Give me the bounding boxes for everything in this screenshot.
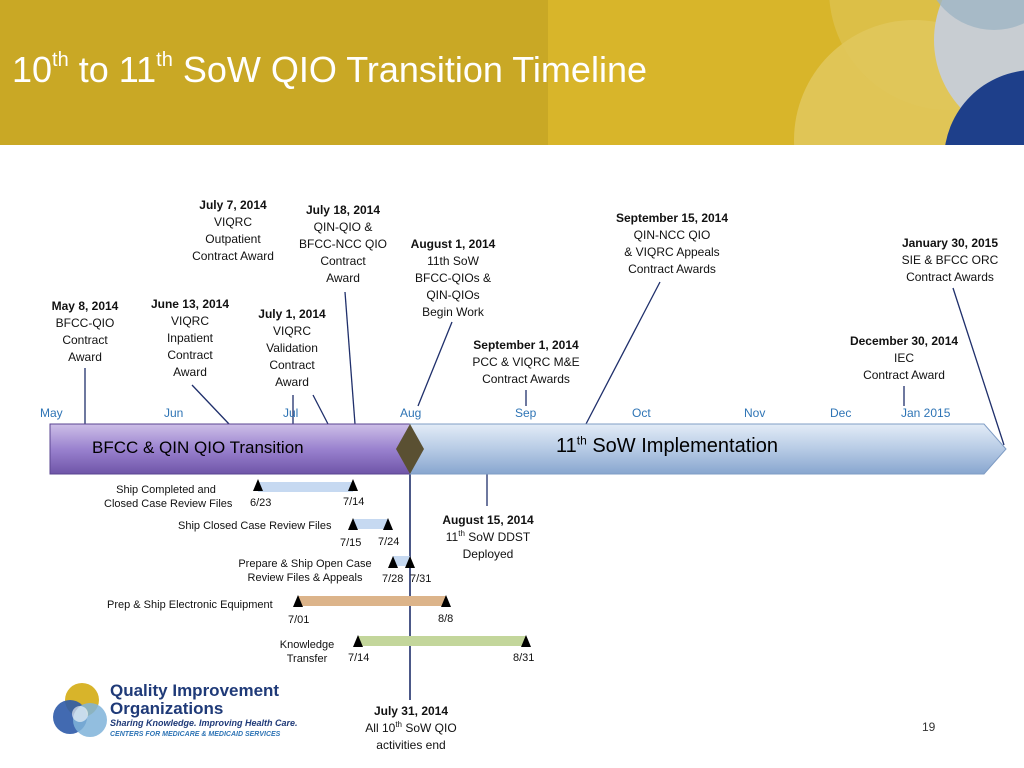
task5-start-date: 7/14 [348,652,370,664]
task1-bar [258,482,353,492]
leader-jul18 [344,291,356,425]
task2-end-marker [383,518,393,530]
task5-start-marker [353,635,363,647]
page-title: 10th to 11th SoW QIO Transition Timeline [12,49,647,90]
task3-end-date: 7/31 [410,573,432,585]
leader-jul7 [312,394,329,425]
month-oct: Oct [632,406,651,420]
month-jul: Jul [283,406,299,420]
month-jan-2015: Jan 2015 [901,406,951,420]
task2-end-date: 7/24 [378,536,400,548]
leader-aug1 [417,321,453,407]
milestone-may8: May 8, 2014 BFCC-QIO Contract Award [51,299,119,364]
task2-label: Ship Closed Case Review Files [178,520,332,532]
task2-start-marker [348,518,358,530]
task2-bar [353,519,388,529]
milestone-sep15: September 15, 2014 QIN-NCC QIO & VIQRC A… [615,211,729,276]
milestone-jul1: July 1, 2014 VIQRC Validation Contract A… [258,307,326,389]
leader-jun13 [191,384,230,425]
month-nov: Nov [744,406,766,420]
task4-end-date: 8/8 [438,613,454,625]
phase2-label: 11th SoW Implementation [556,433,778,457]
leader-sep15 [585,281,661,425]
milestone-jun13: June 13, 2014 VIQRC Inpatient Contract A… [150,297,230,379]
month-aug: Aug [400,406,422,420]
phase1-bar [49,423,411,475]
milestone-sep1: September 1, 2014 PCC & VIQRC M&E Contra… [472,338,580,386]
task3-start-date: 7/28 [382,573,404,585]
leader-lines [84,281,1005,700]
leader-jan30 [952,287,1005,446]
transition-diamond [396,424,424,474]
task3-end-marker [405,556,415,568]
milestone-aug15: August 15, 2014 11th SoW DDST Deployed [442,513,534,561]
milestone-aug1: August 1, 2014 11th SoW BFCC-QIOs & QIN-… [410,237,496,319]
task4-end-marker [441,595,451,607]
phase1-label: BFCC & QIN QIO Transition [92,438,304,457]
page-number: 19 [922,720,936,734]
banner-band-left [0,0,548,145]
task5-end-date: 8/31 [513,652,535,664]
task1-end-date: 7/14 [343,496,365,508]
task1-end-marker [348,479,358,491]
milestone-jul18: July 18, 2014 QIN-QIO & BFCC-NCC QIO Con… [299,203,387,285]
logo-tagline: Sharing Knowledge. Improving Health Care… [110,718,298,728]
task3-start-marker [388,556,398,568]
month-dec: Dec [830,406,852,420]
month-jun: Jun [164,406,184,420]
task3-bar [393,556,410,566]
qio-logo-icon [53,683,107,737]
month-may: May [40,406,63,420]
milestone-jul7: July 7, 2014 VIQRC Outpatient Contract A… [192,198,274,263]
task4-bar [298,596,446,606]
task2-start-date: 7/15 [340,537,362,549]
task4-start-date: 7/01 [288,614,310,626]
milestone-dec30: December 30, 2014 IEC Contract Award [849,334,959,382]
task1-start-marker [253,479,263,491]
task4-label: Prep & Ship Electronic Equipment [107,599,273,611]
task1-start-date: 6/23 [250,497,272,509]
banner-decoration [794,0,1024,145]
task4-start-marker [293,595,303,607]
task5-bar [358,636,526,646]
month-sep: Sep [515,406,537,420]
logo-subtitle: CENTERS FOR MEDICARE & MEDICAID SERVICES [110,731,281,738]
task5-end-marker [521,635,531,647]
milestone-jul31: July 31, 2014 All 10th SoW QIO activitie… [365,704,457,752]
title-banner [0,0,1024,145]
milestone-jan30: January 30, 2015 SIE & BFCC ORC Contract… [901,236,999,284]
